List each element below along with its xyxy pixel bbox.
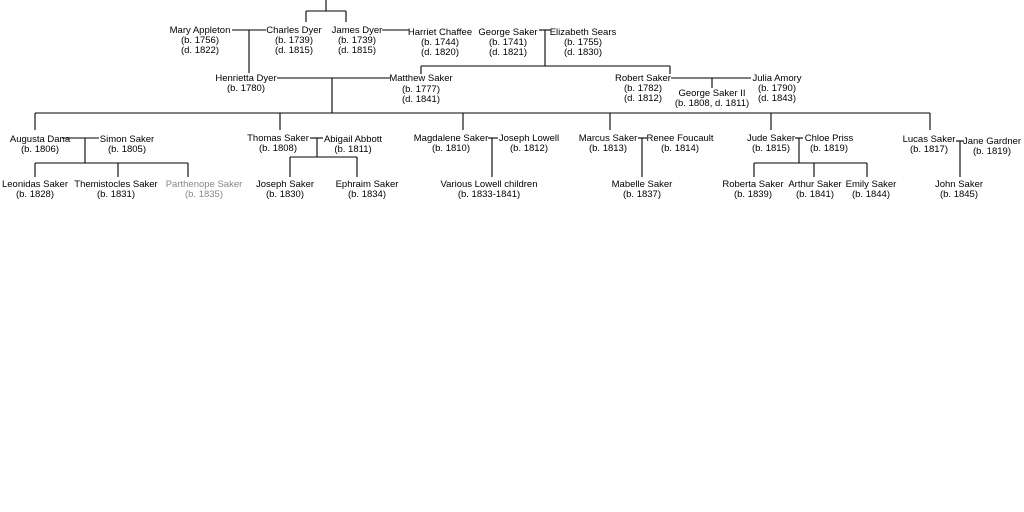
person-henrietta-dyer: Henrietta Dyer(b. 1780)	[215, 73, 276, 94]
person-abigail-abbott: Abigail Abbott(b. 1811)	[324, 134, 382, 155]
person-george-saker: George Saker(b. 1741)(d. 1821)	[478, 27, 537, 58]
person-renee-foucault: Renee Foucault(b. 1814)	[646, 133, 713, 154]
person-themistocles-saker: Themistocles Saker(b. 1831)	[74, 179, 157, 200]
person-julia-amory: Julia Amory(b. 1790)(d. 1843)	[752, 73, 801, 104]
person-augusta-dana: Augusta Dana(b. 1806)	[10, 134, 71, 155]
person-arthur-saker: Arthur Saker(b. 1841)	[788, 179, 841, 200]
person-jane-gardner: Jane Gardner(b. 1819)	[963, 136, 1021, 157]
person-ephraim-saker: Ephraim Saker(b. 1834)	[336, 179, 399, 200]
person-simon-saker: Simon Saker(b. 1805)	[100, 134, 154, 155]
person-mary-appleton: Mary Appleton(b. 1756)(d. 1822)	[170, 25, 231, 56]
person-labels: Mary Appleton(b. 1756)(d. 1822) Charles …	[2, 25, 1021, 200]
person-emily-saker: Emily Saker(b. 1844)	[846, 179, 897, 200]
person-joseph-saker: Joseph Saker(b. 1830)	[256, 179, 314, 200]
person-charles-dyer: Charles Dyer(b. 1739)(d. 1815)	[266, 25, 321, 56]
person-robert-saker: Robert Saker(b. 1782)(d. 1812)	[615, 73, 671, 104]
connector-lines	[34, 0, 964, 177]
person-jude-saker: Jude Saker(b. 1815)	[747, 133, 795, 154]
person-harriet-chaffee: Harriet Chaffee(b. 1744)(d. 1820)	[408, 27, 472, 58]
person-marcus-saker: Marcus Saker(b. 1813)	[579, 133, 638, 154]
person-joseph-lowell: Joseph Lowell(b. 1812)	[499, 133, 559, 154]
person-magdalene-saker: Magdalene Saker(b. 1810)	[414, 133, 488, 154]
person-mabelle-saker: Mabelle Saker(b. 1837)	[612, 179, 673, 200]
person-chloe-priss: Chloe Priss(b. 1819)	[805, 133, 854, 154]
person-leonidas-saker: Leonidas Saker(b. 1828)	[2, 179, 68, 200]
person-george-saker-ii: George Saker II(b. 1808, d. 1811)	[675, 88, 749, 109]
person-parthenope-saker: Parthenope Saker(b. 1835)	[166, 179, 243, 200]
person-various-lowell-children: Various Lowell children(b. 1833-1841)	[441, 179, 538, 200]
person-roberta-saker: Roberta Saker(b. 1839)	[722, 179, 783, 200]
person-matthew-saker: Matthew Saker(b. 1777)(d. 1841)	[389, 73, 452, 105]
person-james-dyer: James Dyer(b. 1739)(d. 1815)	[332, 25, 383, 56]
person-john-saker: John Saker(b. 1845)	[935, 179, 983, 200]
person-thomas-saker: Thomas Saker(b. 1808)	[247, 133, 309, 154]
person-lucas-saker: Lucas Saker(b. 1817)	[903, 134, 956, 155]
person-elizabeth-sears: Elizabeth Sears(b. 1755)(d. 1830)	[550, 27, 617, 58]
